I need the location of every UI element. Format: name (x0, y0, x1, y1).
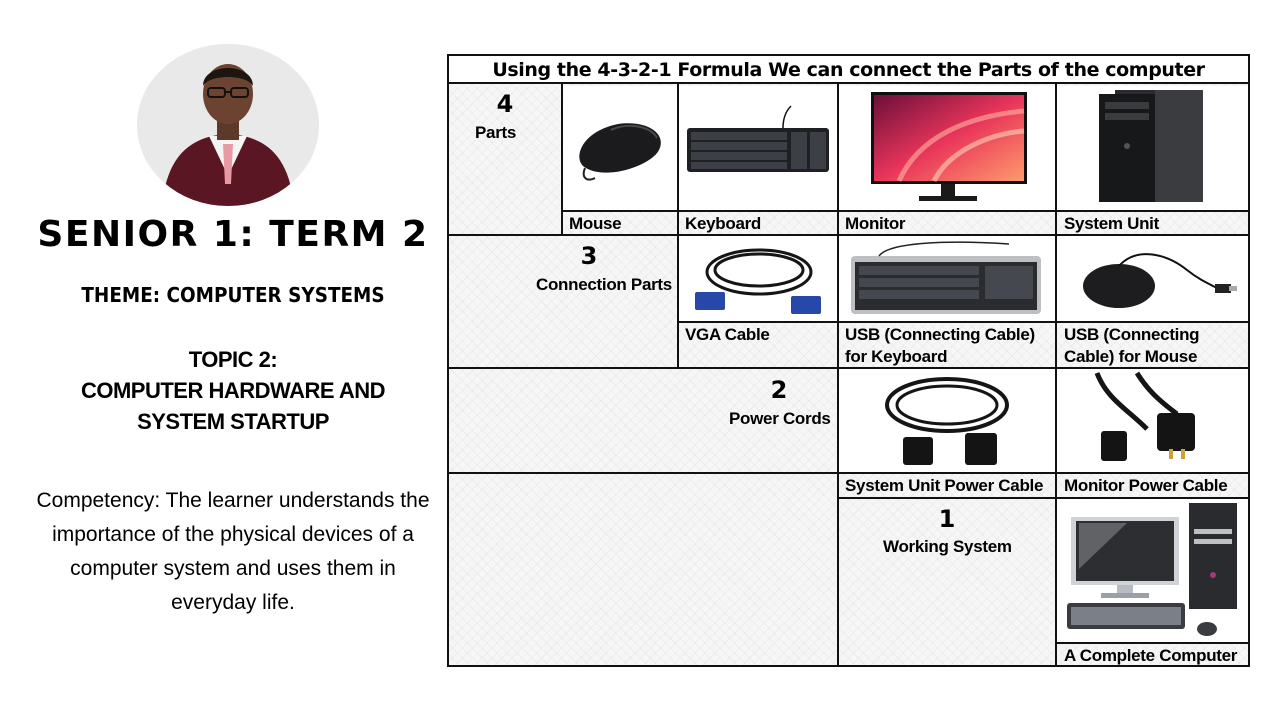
vga-cable-image (679, 236, 837, 321)
parts-number: 4 (496, 90, 514, 118)
working-label: Working System (883, 537, 1012, 556)
connection-label: Connection Parts (536, 275, 672, 294)
mouse-image (563, 86, 677, 210)
vga-cable-label: VGA Cable (685, 325, 770, 344)
competency-text: Competency: The learner understands the … (36, 489, 430, 614)
complete-computer-label: A Complete Computer (1064, 646, 1238, 665)
usb-keyboard-icon (851, 241, 1041, 314)
page-title: SENIOR 1: TERM 2 (37, 214, 429, 255)
usb-keyboard-image (839, 236, 1055, 321)
topic-line-2: COMPUTER HARDWARE AND (80, 378, 386, 403)
monitor-label: Monitor (845, 214, 906, 233)
column-divider (677, 84, 679, 367)
presenter-photo-icon (137, 44, 319, 206)
row-divider (449, 234, 1248, 236)
vga-cable-icon (695, 248, 821, 314)
system-unit-image (1057, 86, 1248, 210)
connection-number: 3 (580, 242, 598, 270)
formula-title: Using the 4-3-2-1 Formula We can connect… (449, 56, 1248, 84)
row-divider (449, 472, 1248, 474)
complete-computer-icon (1067, 503, 1237, 636)
system-power-cable-icon (885, 377, 1009, 465)
usb-keyboard-label: USB (Connecting Cable) for Keyboard (845, 325, 1035, 366)
system-power-cable-image (839, 369, 1055, 472)
power-number: 2 (770, 376, 788, 404)
theme-heading: THEME: COMPUTER SYSTEMS (81, 283, 385, 307)
usb-mouse-icon (1083, 253, 1237, 308)
label-divider (1056, 642, 1248, 644)
parts-label: Parts (475, 123, 517, 142)
keyboard-image (679, 86, 837, 210)
monitor-power-cable-icon (1094, 371, 1195, 461)
label-divider (562, 210, 1248, 212)
system-power-cable-label: System Unit Power Cable (845, 476, 1044, 495)
column-divider (837, 84, 839, 667)
system-unit-icon (1099, 90, 1203, 202)
mouse-icon (579, 123, 661, 181)
column-divider (561, 84, 563, 234)
topic-line-3: SYSTEM STARTUP (137, 409, 329, 434)
working-number: 1 (938, 505, 956, 533)
power-label: Power Cords (729, 409, 831, 428)
column-divider (1055, 84, 1057, 667)
monitor-power-cable-image (1057, 369, 1248, 472)
system-unit-label: System Unit (1064, 214, 1159, 233)
label-divider (678, 321, 1248, 323)
complete-computer-image (1057, 499, 1248, 642)
monitor-icon (871, 92, 1027, 201)
topic-line-1: TOPIC 2: (188, 347, 278, 372)
presenter-photo (137, 44, 319, 206)
label-divider (837, 497, 1248, 499)
monitor-image (839, 86, 1055, 210)
topic-heading: TOPIC 2: COMPUTER HARDWARE AND SYSTEM ST… (20, 344, 446, 437)
row-divider (449, 367, 1248, 369)
usb-mouse-image (1057, 236, 1248, 321)
usb-mouse-label: USB (Connecting Cable) for Mouse (1064, 325, 1200, 366)
mouse-label: Mouse (569, 214, 622, 233)
monitor-power-cable-label: Monitor Power Cable (1064, 476, 1228, 495)
keyboard-icon (687, 105, 829, 172)
keyboard-label: Keyboard (685, 214, 762, 233)
formula-table: Using the 4-3-2-1 Formula We can connect… (447, 54, 1250, 667)
